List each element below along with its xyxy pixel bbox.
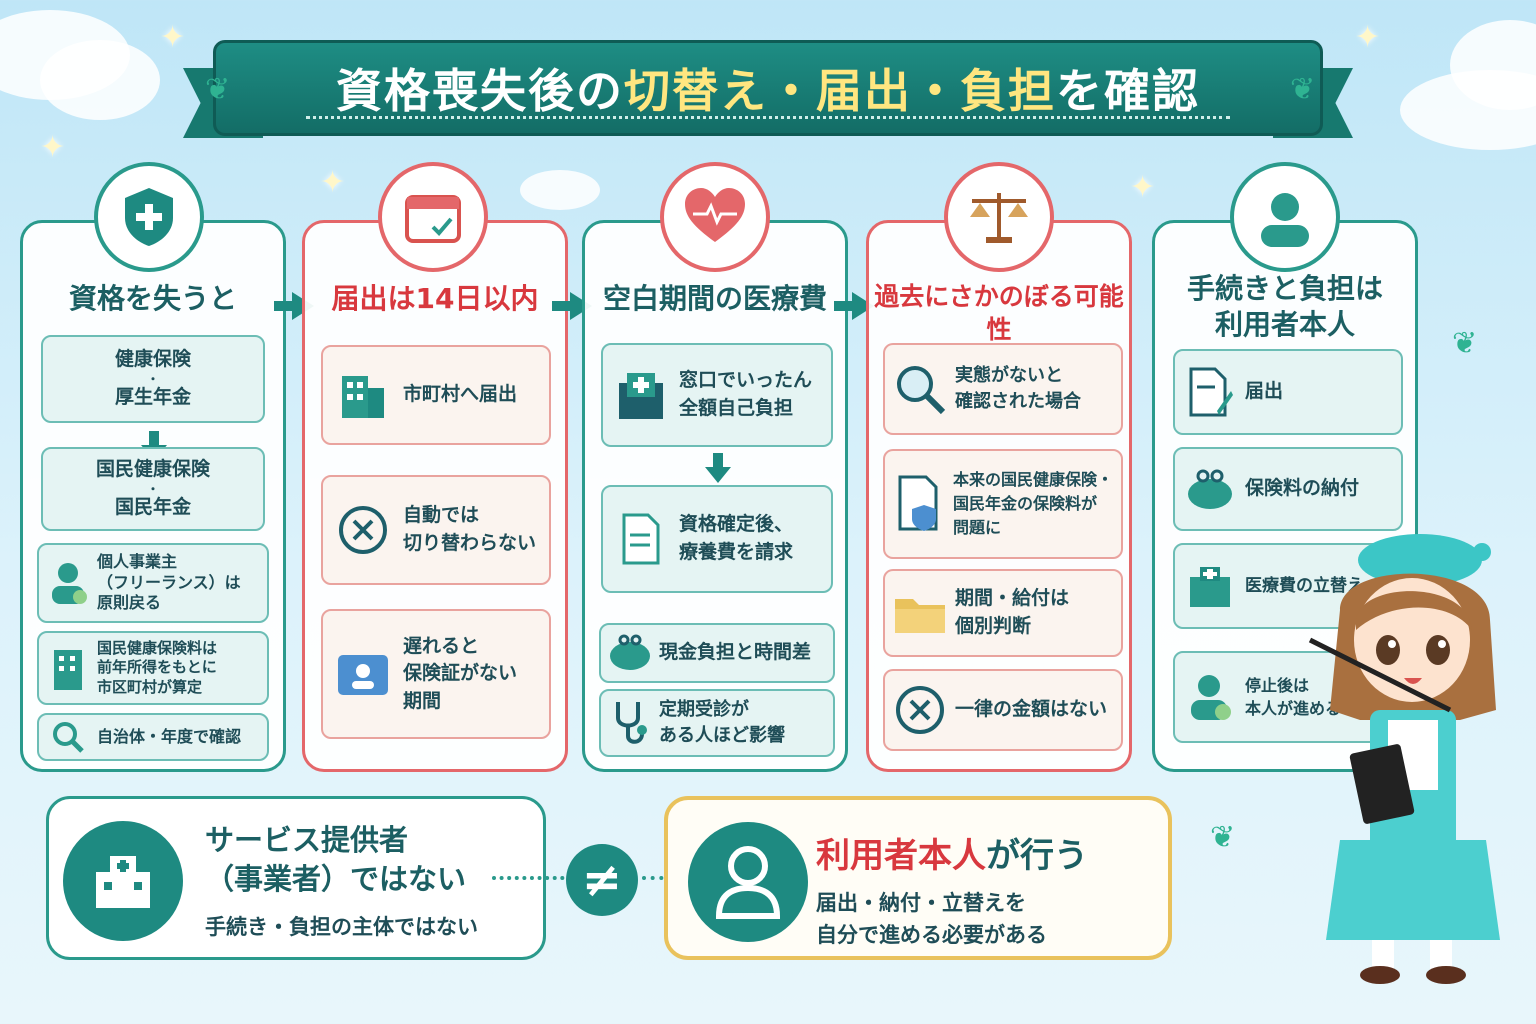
cloud	[1450, 20, 1536, 110]
provider-title: サービス提供者	[205, 823, 409, 857]
provider-title: （事業者）ではない	[205, 862, 467, 897]
document-icon	[603, 513, 679, 565]
column-title: 資格を失うと	[68, 282, 237, 315]
sparkle-icon: ✦	[160, 20, 186, 55]
list-item: 健康保険・厚生年金	[41, 335, 265, 423]
user-does-title: 利用者本人が行う	[816, 836, 1088, 876]
dotted-connector	[492, 876, 572, 880]
heart-pulse-icon	[660, 162, 770, 272]
list-item: 個人事業主（フリーランス）は原則戻る	[37, 543, 269, 623]
provider-subtitle: 手続き・負担の主体ではない	[205, 915, 478, 939]
sprout-icon: ❦	[1210, 820, 1236, 855]
list-item: 一律の金額はない	[883, 669, 1123, 751]
title-banner: 資格喪失後の切替え・届出・負担を確認	[183, 40, 1353, 148]
column-notify-14-days: 届出は14日以内 市町村へ届出 自動では切り替わらない 遅れると保険証がない期間	[302, 220, 568, 772]
user-does-sub: 自分で進める必要がある	[816, 922, 1047, 947]
building-icon	[63, 821, 183, 941]
column-title: 手続きと負担は利用者本人	[1186, 272, 1383, 342]
sparkle-icon: ✦	[1355, 20, 1381, 55]
sparkle-icon: ✦	[1130, 170, 1156, 205]
user-does-sub: 届出・納付・立替えを	[816, 891, 1026, 915]
guide-girl-illustration	[1308, 534, 1500, 984]
provider-not-responsible-card: サービス提供者 （事業者）ではない 手続き・負担の主体ではない	[46, 796, 546, 960]
scales-icon	[944, 162, 1054, 272]
sprout-icon: ❦	[205, 72, 231, 107]
cloud	[40, 40, 160, 120]
column-blank-period-medical: 空白期間の医療費 窓口でいったん全額自己負担 資格確定後、療養費を請求 現金負担…	[582, 220, 848, 772]
column-title: 届出は14日以内	[331, 282, 539, 315]
list-item: 自治体・年度で確認	[37, 713, 269, 761]
column-title: 空白期間の医療費	[602, 282, 827, 315]
id-card-icon	[323, 651, 403, 697]
list-item: 遅れると保険証がない期間	[321, 609, 551, 739]
dotted-connector	[642, 876, 672, 880]
hospital-icon	[603, 369, 679, 421]
list-item: 実態がないと確認された場合	[883, 343, 1123, 435]
hospital-icon	[1175, 563, 1245, 609]
list-item: 国民健康保険料は前年所得をもとに市区町村が算定	[37, 631, 269, 705]
user-check-icon	[39, 561, 97, 605]
list-item: 市町村へ届出	[321, 345, 551, 445]
cloud	[520, 170, 600, 210]
column-title: 過去にさかのぼる可能性	[874, 282, 1124, 344]
x-circle-icon	[885, 684, 955, 736]
search-icon	[39, 719, 97, 755]
document-pen-icon	[1175, 367, 1245, 417]
list-item: 国民健康保険・国民年金	[41, 447, 265, 531]
page-title: 資格喪失後の切替え・届出・負担を確認	[336, 64, 1200, 118]
list-item: 保険料の納付	[1173, 447, 1403, 531]
sprout-icon: ❦	[1290, 72, 1316, 107]
sprout-icon: ❦	[1452, 326, 1478, 361]
user-check-icon	[1175, 672, 1245, 722]
calendar-icon	[378, 162, 488, 272]
list-item: 期間・給付は個別判断	[883, 569, 1123, 657]
list-item: 自動では切り替わらない	[321, 475, 551, 585]
shield-plus-icon	[94, 162, 204, 272]
user-icon	[688, 822, 808, 942]
coin-purse-icon	[601, 634, 659, 672]
list-item: 定期受診がある人ほど影響	[599, 689, 835, 757]
list-item: 本来の国民健康保険・国民年金の保険料が問題に	[883, 449, 1123, 559]
x-circle-icon	[323, 503, 403, 557]
folder-icon	[885, 591, 955, 635]
magnifier-icon	[885, 362, 955, 416]
list-item: 届出	[1173, 349, 1403, 435]
down-arrow-icon	[705, 453, 731, 483]
sparkle-icon: ✦	[320, 165, 346, 200]
user-does-it-card: 利用者本人が行う 届出・納付・立替えを 自分で進める必要がある	[664, 796, 1172, 960]
stethoscope-icon	[601, 698, 659, 748]
user-icon	[1230, 162, 1340, 272]
office-building-icon	[323, 370, 403, 420]
building-icon	[39, 646, 97, 690]
list-item: 現金負担と時間差	[599, 623, 835, 683]
sparkle-icon: ✦	[40, 130, 66, 165]
document-shield-icon	[885, 475, 953, 533]
list-item: 資格確定後、療養費を請求	[601, 485, 833, 593]
coin-purse-icon	[1175, 468, 1245, 510]
not-equal-icon: ≠	[566, 844, 638, 916]
column-lose-status: 資格を失うと 健康保険・厚生年金 国民健康保険・国民年金 個人事業主（フリーラン…	[20, 220, 286, 772]
list-item: 窓口でいったん全額自己負担	[601, 343, 833, 447]
column-retroactive-possibility: 過去にさかのぼる可能性 実態がないと確認された場合 本来の国民健康保険・国民年金…	[866, 220, 1132, 772]
